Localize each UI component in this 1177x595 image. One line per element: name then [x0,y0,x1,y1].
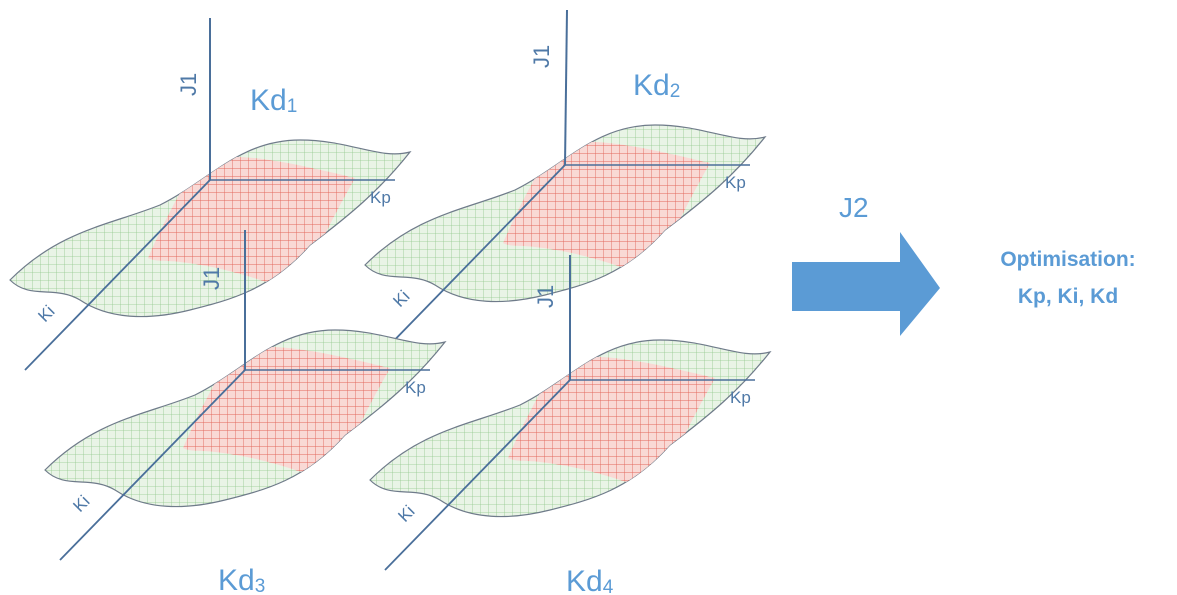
kd-label-main: Kd [218,564,255,595]
kd-label-main: Kd [250,84,287,117]
optimisation-title: Optimisation: [1000,248,1135,271]
j2-arrow [792,232,940,336]
ki-axis-label: Ki [34,302,58,326]
ki-axis-label: Ki [389,287,413,311]
j1-axis-label: J1 [199,267,224,290]
kp-axis-label: Kp [405,378,426,397]
kd-label-main: Kd [633,69,670,102]
ki-axis-label: Ki [69,492,93,516]
ki-axis-label: Ki [394,502,418,526]
j2-label: J2 [839,192,869,223]
j1-axis [565,10,567,165]
kd-label-subscript: 1 [287,96,298,117]
kp-axis-label: Kp [725,173,746,192]
kd-label: Kd3 [218,564,265,595]
kd-label-subscript: 3 [255,576,266,595]
kd-label-subscript: 4 [603,577,614,595]
j1-axis-label: J1 [176,73,201,96]
kp-axis-label: Kp [370,188,391,207]
optimisation-params: Kp, Ki, Kd [1018,285,1118,308]
kd-label: Kd2 [633,69,680,102]
kd-label: Kd4 [566,565,614,595]
kd-label-main: Kd [566,565,603,595]
kd-label-subscript: 2 [670,81,681,102]
j1-axis-label: J1 [533,285,558,308]
kd-label: Kd1 [250,84,297,117]
right-arrow-icon [792,232,940,336]
j1-axis-label: J1 [529,45,554,68]
kp-axis-label: Kp [730,388,751,407]
